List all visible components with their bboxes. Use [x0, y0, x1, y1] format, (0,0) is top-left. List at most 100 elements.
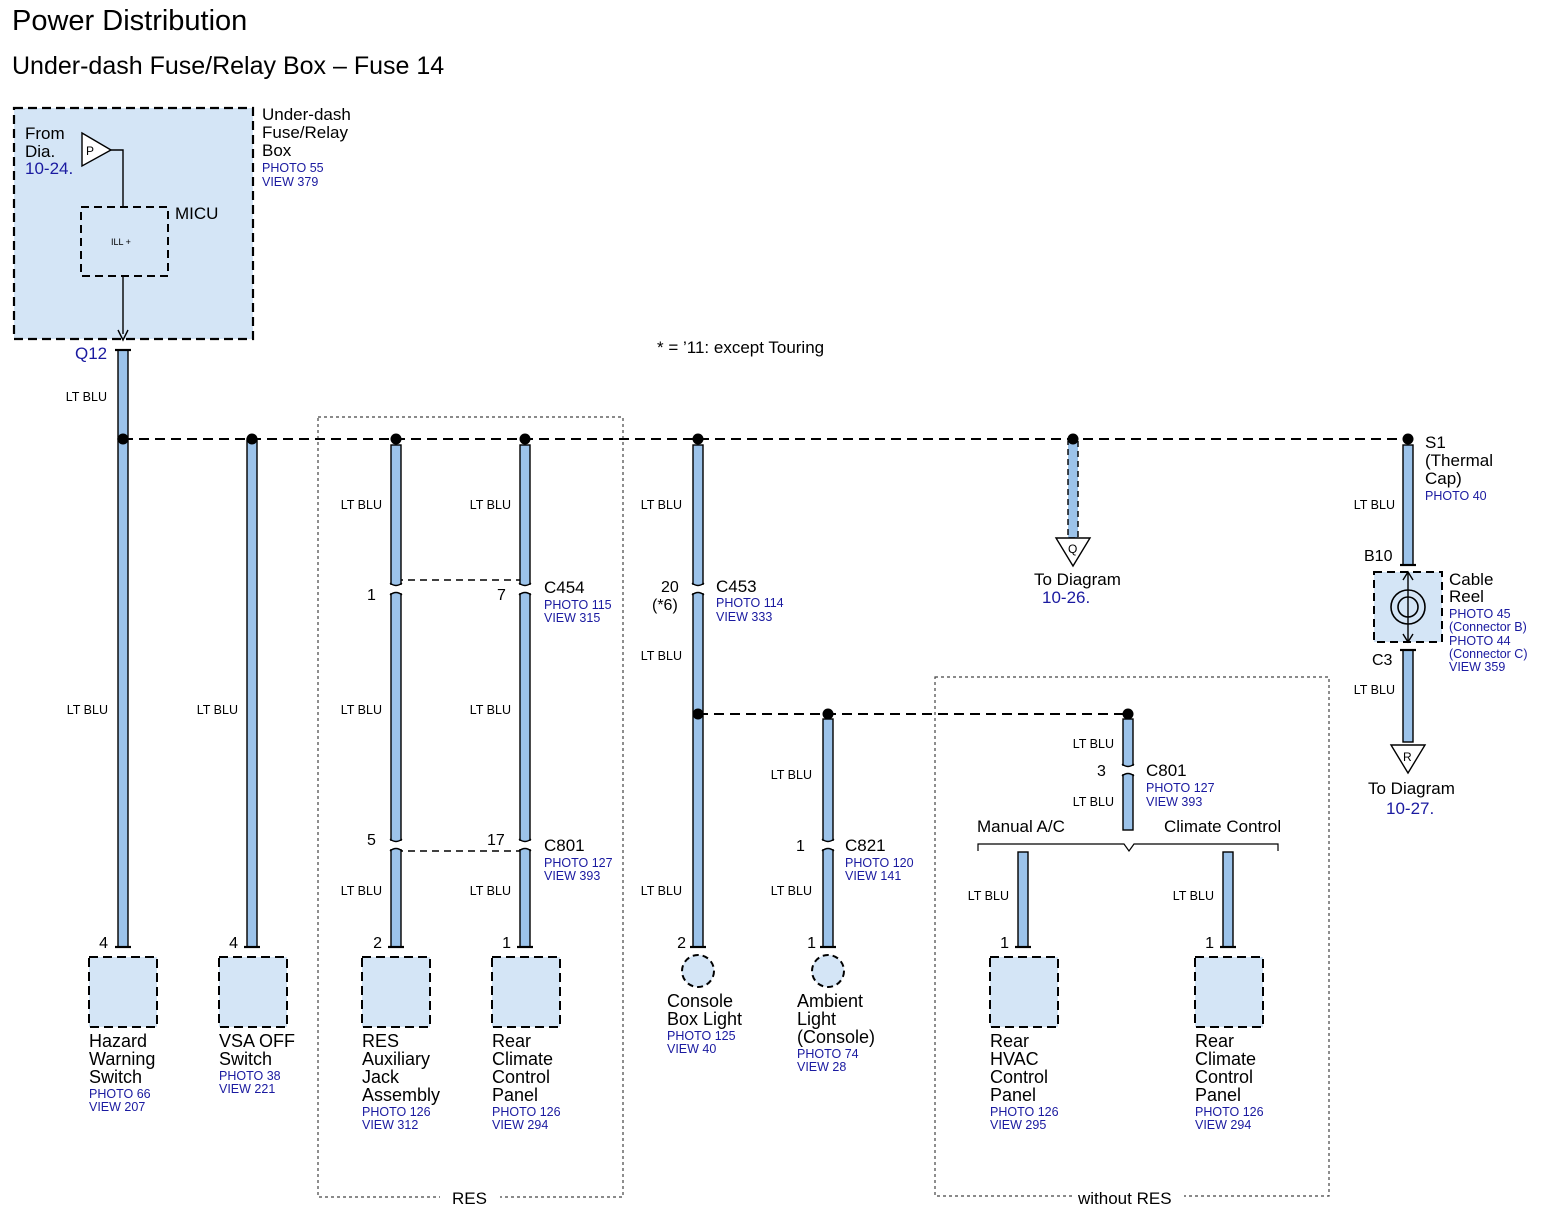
res-jack-photo: PHOTO 126 — [362, 1105, 431, 1119]
c801-pin-17-connector-mark-bottom — [518, 847, 532, 852]
cable-reel-photo1: PHOTO 45 — [1449, 607, 1511, 621]
junction-s1 — [1402, 433, 1414, 445]
c454-pin-7: 7 — [497, 587, 506, 604]
c801-pin-17-connector-mark-top — [518, 838, 532, 843]
rear-climate-res-pin: 1 — [502, 935, 511, 952]
c801-pin-5-connector-mark-top — [389, 838, 403, 843]
res-jack-name-4: Assembly — [362, 1085, 440, 1105]
res-jack-body — [361, 956, 431, 1028]
wire-cable-reel-to-r — [1402, 649, 1414, 743]
rear-hvac-photo: PHOTO 126 — [990, 1105, 1059, 1119]
junction-without-res — [1122, 708, 1134, 720]
rear-climate-nores-name-4: Panel — [1195, 1085, 1241, 1105]
c454-pin-1-connector-mark-bottom — [389, 591, 403, 596]
wire-q12-feed — [117, 349, 129, 440]
wire-label-rear-climate-res-bottom: LT BLU — [470, 884, 511, 898]
console-light-name-2: Box Light — [667, 1009, 742, 1029]
c454-name: C454 — [544, 578, 585, 597]
c801-pin-17-connector-gap — [517, 841, 533, 849]
c801-pin-3-connector-gap — [1120, 766, 1136, 774]
wire-rear-hvac — [1017, 851, 1029, 948]
q-letter: Q — [1068, 542, 1077, 556]
branch-bracket — [977, 843, 1279, 853]
hazard-name-2: Warning — [89, 1049, 155, 1069]
fuse-box-name-2: Fuse/Relay — [262, 123, 348, 142]
from-label: From — [25, 124, 65, 143]
rear-climate-nores-name-2: Climate — [1195, 1049, 1256, 1069]
fuse-box-photo: PHOTO 55 — [262, 161, 324, 175]
cable-reel-photo2: PHOTO 44 — [1449, 634, 1511, 648]
from-p-letter: P — [86, 144, 94, 158]
c801-pin-3-connector-mark-top — [1121, 763, 1135, 768]
wire-group: LT BLU LT BLU LT BLU LT BLU LT BLU LT BLU LT B… — [66, 348, 1416, 949]
junction-vsa — [246, 433, 258, 445]
wire-label-ambient-bottom: LT BLU — [771, 884, 812, 898]
rear-climate-res-name-3: Control — [492, 1067, 550, 1087]
ambient-light-body — [811, 954, 845, 988]
wire-label-console-top: LT BLU — [641, 498, 682, 512]
rear-hvac-name-1: Rear — [990, 1031, 1029, 1051]
page-title: Power Distribution — [12, 5, 247, 37]
rear-climate-nores-name-1: Rear — [1195, 1031, 1234, 1051]
c801-nores-name: C801 — [1146, 761, 1187, 780]
c454-pin-1: 1 — [367, 587, 376, 604]
c821-view: VIEW 141 — [845, 869, 901, 883]
wire-ambient-light — [822, 718, 834, 948]
c454-view: VIEW 315 — [544, 611, 600, 625]
ambient-light-name-2: Light — [797, 1009, 836, 1029]
junction-diagram-q — [1067, 433, 1079, 445]
wire-res-jack — [390, 444, 402, 948]
wire-label-cable-reel: LT BLU — [1354, 683, 1395, 697]
c801-nores-photo: PHOTO 127 — [1146, 781, 1215, 795]
wire-hazard — [117, 438, 129, 948]
ambient-light-view: VIEW 28 — [797, 1060, 846, 1074]
terminal-q12: Q12 — [75, 344, 107, 363]
res-jack-pin: 2 — [373, 935, 382, 952]
wire-label-ambient-top: LT BLU — [771, 768, 812, 782]
rear-climate-res-name-2: Climate — [492, 1049, 553, 1069]
wire-rear-climate-res — [519, 444, 531, 948]
cable-reel — [1373, 570, 1443, 644]
c453-name: C453 — [716, 577, 757, 596]
ambient-light-photo: PHOTO 74 — [797, 1047, 859, 1061]
branch-manual-ac: Manual A/C — [977, 817, 1065, 836]
rear-climate-res-name-1: Rear — [492, 1031, 531, 1051]
rear-climate-nores-view: VIEW 294 — [1195, 1118, 1251, 1132]
rear-hvac-view: VIEW 295 — [990, 1118, 1046, 1132]
c453-photo: PHOTO 114 — [716, 596, 784, 610]
junction-rear-climate-res — [519, 433, 531, 445]
c821-connector-gap — [820, 841, 836, 849]
res-group-label: RES — [452, 1189, 487, 1208]
wire-label-rear-climate-res-top: LT BLU — [470, 498, 511, 512]
hazard-name-3: Switch — [89, 1067, 142, 1087]
c821-connector-mark-top — [821, 838, 835, 843]
fuse-box-view: VIEW 379 — [262, 175, 318, 189]
vsa-name-2: Switch — [219, 1049, 272, 1069]
micu-terminal: ILL + — [111, 237, 131, 247]
wire-vsa — [246, 438, 258, 948]
cable-reel-name-2: Reel — [1449, 587, 1484, 606]
rear-hvac-pin: 1 — [1000, 935, 1009, 952]
c453-connector-gap — [690, 585, 706, 593]
from-ref: 10-24. — [25, 159, 73, 178]
wire-label-res-jack-top: LT BLU — [341, 498, 382, 512]
vsa-body — [218, 956, 288, 1028]
c454-pin-7-connector-gap — [517, 585, 533, 593]
wire-label-hazard: LT BLU — [67, 703, 108, 717]
rear-hvac-name-4: Panel — [990, 1085, 1036, 1105]
micu-box — [80, 206, 169, 277]
junction-console — [692, 433, 704, 445]
c821-name: C821 — [845, 836, 886, 855]
wire-label-rear-climate-nores: LT BLU — [1173, 889, 1214, 903]
r-triangle — [1389, 744, 1427, 775]
res-jack-name-3: Jack — [362, 1067, 400, 1087]
rear-climate-nores-pin: 1 — [1205, 935, 1214, 952]
rear-hvac-body — [989, 956, 1059, 1028]
fuse-box-name-1: Under-dash — [262, 105, 351, 124]
ambient-light-pin: 1 — [807, 935, 816, 952]
splice-s1-note-2: Cap) — [1425, 469, 1462, 488]
to-diagram-q: Q — [1054, 440, 1092, 568]
c801-res-pin-5: 5 — [367, 832, 376, 849]
junction-hazard — [117, 433, 129, 445]
